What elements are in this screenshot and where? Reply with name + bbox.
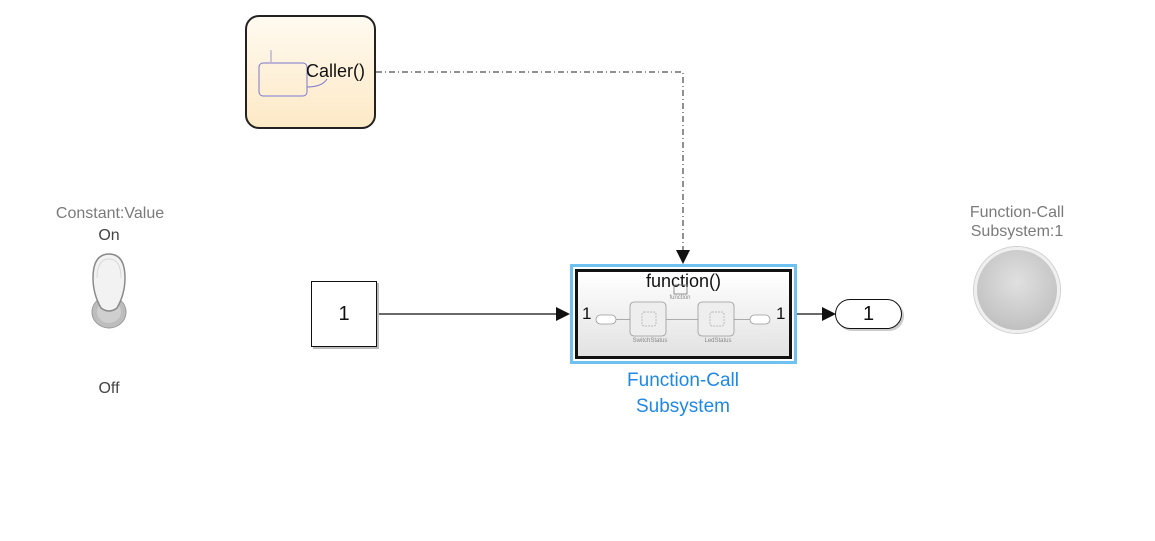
function-call-arrowhead	[676, 250, 690, 264]
function-call-subsystem-block[interactable]	[570, 264, 797, 364]
thumbnail-block2-label: LedStatus	[704, 338, 732, 344]
outport-value: 1	[862, 302, 875, 325]
thumbnail-function-label: function	[669, 295, 691, 301]
subsystem-trigger-label: function()	[645, 271, 722, 291]
outport-block[interactable]: 1	[835, 299, 902, 329]
subsystem-out-port-label: 1	[776, 304, 786, 323]
function-call-line	[376, 71, 684, 252]
switch-on-label: On	[98, 227, 120, 244]
lamp-label-line1: Function-Call	[969, 204, 1065, 221]
subsystem-name[interactable]: Function-Call Subsystem	[600, 368, 766, 420]
subsystem-in-port-label: 1	[582, 304, 592, 323]
caller-label: Caller()	[306, 61, 366, 81]
toggle-switch[interactable]	[85, 250, 135, 336]
caller-chart-block[interactable]	[245, 15, 376, 129]
subsystem-name-line1: Function-Call	[627, 370, 739, 391]
subsystem-name-line2: Subsystem	[636, 396, 730, 417]
subsystem-body	[575, 269, 792, 359]
constant-block[interactable]: 1	[311, 281, 377, 347]
lamp-label: Function-Call Subsystem:1	[937, 203, 1097, 241]
lamp-indicator[interactable]	[974, 247, 1060, 333]
subsystem-thumbnail	[595, 284, 771, 337]
switch-param-label: Constant:Value	[55, 205, 165, 222]
thumbnail-block1-label: SwitchStatus	[632, 338, 668, 344]
switch-off-label: Off	[98, 380, 120, 397]
chart-state-icon	[258, 50, 328, 97]
constant-value: 1	[338, 302, 350, 325]
lamp-label-line2: Subsystem:1	[970, 223, 1064, 240]
output-signal-arrowhead	[822, 307, 836, 321]
input-signal-arrowhead	[556, 307, 570, 321]
